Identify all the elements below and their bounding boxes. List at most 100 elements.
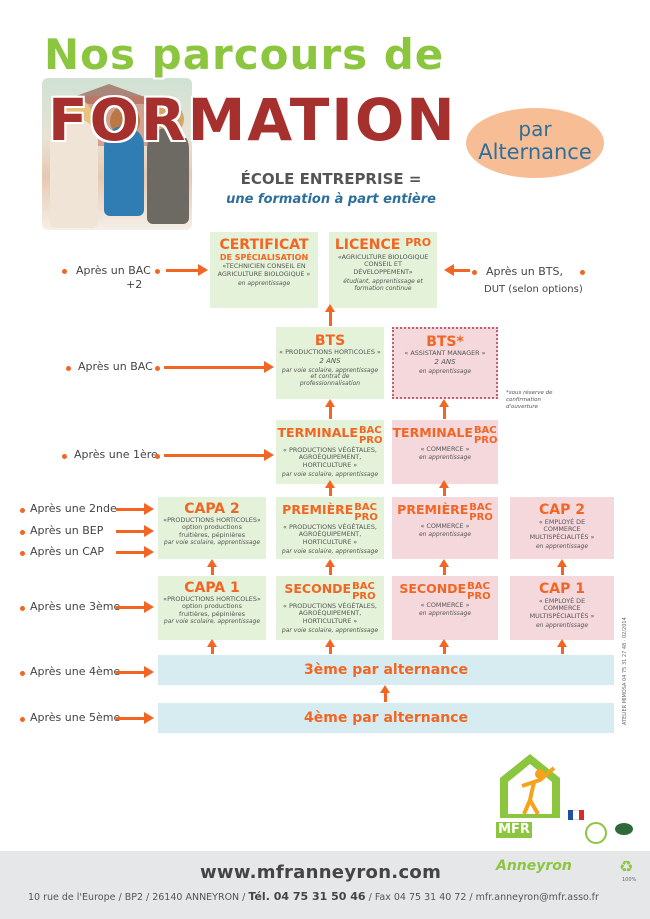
mfr-house-logo-icon — [500, 754, 560, 818]
premiere-green-sub: « PRODUCTIONS VÉGÉTALES, AGROÉQUIPEMENT,… — [283, 523, 377, 546]
arrow-1ere — [164, 449, 274, 461]
subtitle-line2: une formation à part entière — [226, 192, 436, 207]
dot-4eme — [20, 671, 25, 676]
licence-sub: «AGRICULTURE BIOLOGIQUE CONSEIL ET DÉVEL… — [337, 253, 429, 276]
box-licence: LICENCE PRO «AGRICULTURE BIOLOGIQUE CONS… — [329, 232, 437, 308]
cap1-title: CAP 1 — [539, 581, 585, 597]
premiere-pink-bac: BAC — [469, 502, 492, 513]
footer-bar — [0, 851, 650, 919]
premiere-pink-sub: « COMMERCE » — [420, 522, 470, 530]
ecolabel-icon — [615, 823, 633, 835]
premiere-green-pro: PRO — [354, 512, 378, 523]
dot-5eme — [20, 717, 25, 722]
label-apres-4eme: Après une 4ème — [30, 665, 121, 678]
licence-note: étudiant, apprentissage et formation con… — [343, 278, 423, 293]
badge-line2: Alternance — [478, 140, 592, 164]
dot-3eme — [20, 606, 25, 611]
dot-bac — [66, 366, 71, 371]
terminale-pink-sub: « COMMERCE » — [420, 445, 470, 453]
capa1-title: CAPA 1 — [184, 580, 240, 596]
title-line1: Nos parcours de — [44, 30, 445, 79]
bts-am-sub: « ASSISTANT MANAGER » — [404, 349, 486, 358]
licence-pro: PRO — [405, 236, 432, 249]
dot-bac-right — [155, 366, 160, 371]
terminale-pink-title: TERMINALE — [392, 425, 473, 440]
dot-bts-left — [472, 270, 477, 275]
box-cap1: CAP 1 « EMPLOYÉ DE COMMERCE MULTISPÉCIAL… — [510, 576, 614, 640]
seconde-green-title: SECONDE — [284, 581, 352, 596]
arrow-up-terminale-bts-am — [439, 399, 449, 419]
french-flag-icon — [568, 810, 584, 820]
website-link[interactable]: www.mfranneyron.com — [200, 862, 442, 883]
label-apres-5eme: Après une 5ème — [30, 711, 121, 724]
label-apres-bac2: Après un BAC — [76, 264, 151, 277]
arrow-4eme — [116, 666, 154, 678]
dot-cap — [20, 551, 25, 556]
arrow-up-band-cap1 — [557, 639, 567, 654]
arrow-up-seconde-premiere-pink — [439, 559, 449, 575]
dot-bac2-right — [155, 269, 160, 274]
title-line2: FORMATION — [48, 86, 457, 154]
terminale-pink-bac: BAC — [473, 425, 497, 436]
capa2-sub2: option productions fruitières, pépinière… — [178, 523, 246, 539]
arrow-up-capa1-capa2 — [207, 559, 217, 575]
mfr-logo-name: Anneyron — [496, 858, 572, 874]
terminale-green-sub: « PRODUCTIONS VÉGÉTALES, AGROÉQUIPEMENT,… — [283, 446, 377, 469]
footer-address: 10 rue de l'Europe / BP2 / 26140 ANNEYRO… — [28, 890, 599, 903]
box-capa2: CAPA 2 «PRODUCTIONS HORTICOLES» option p… — [158, 497, 266, 559]
label-apres-bac: Après un BAC — [78, 360, 153, 373]
seconde-pink-sub: « COMMERCE » — [420, 601, 470, 609]
label-apres-bts: Après un BTS, — [486, 265, 563, 278]
box-cap2: CAP 2 « EMPLOYÉ DE COMMERCE MULTISPÉCIAL… — [510, 497, 614, 559]
arrow-bac2 — [166, 264, 208, 276]
recycle-icon: ♻ — [619, 857, 634, 876]
arrow-up-seconde-premiere — [325, 559, 335, 575]
arrow-up-premiere-terminale-pink — [439, 480, 449, 496]
alternance-badge: par Alternance — [466, 108, 604, 178]
label-apres-2nde: Après une 2nde — [30, 502, 117, 515]
cap1-note: en apprentissage — [535, 622, 589, 630]
capa1-sub: «PRODUCTIONS HORTICOLES» — [163, 595, 261, 604]
capa1-note: par voie scolaire, apprentissage — [163, 618, 261, 626]
mfr-logo-text: MFR — [496, 822, 532, 838]
certificat-title2: DE SPÉCIALISATION — [219, 253, 309, 263]
capa2-sub: «PRODUCTIONS HORTICOLES» — [163, 516, 261, 525]
seconde-pink-title: SECONDE — [399, 581, 467, 596]
bts-note: par voie scolaire, apprentissage et cont… — [281, 366, 379, 388]
box-certificat: CERTIFICAT DE SPÉCIALISATION «TECHNICIEN… — [210, 232, 318, 308]
band-3eme: 3ème par alternance — [158, 655, 614, 685]
bts-footnote: *sous réserve de confirmation d'ouvertur… — [506, 390, 553, 411]
arrow-up-cap1-cap2 — [557, 559, 567, 575]
dot-1ere — [62, 454, 67, 459]
label-apres-bac2-line2: +2 — [126, 278, 143, 291]
terminale-green-bac: BAC — [358, 425, 382, 436]
label-apres-3eme: Après une 3ème — [30, 600, 121, 613]
arrow-3eme — [116, 601, 154, 613]
capa1-sub2: option productions fruitières, pépinière… — [178, 602, 246, 618]
telephone: Tél. 04 75 31 50 46 — [248, 890, 366, 903]
seconde-green-bac: BAC — [352, 581, 375, 592]
licence-title-wrap: LICENCE PRO — [329, 236, 437, 253]
arrow-bep — [116, 525, 154, 537]
capa2-note: par voie scolaire, apprentissage — [163, 539, 261, 547]
subtitle: ÉCOLE ENTREPRISE = une formation à part … — [196, 170, 466, 207]
certificat-sub: «TECHNICIEN CONSEIL EN AGRICULTURE BIOLO… — [217, 262, 311, 278]
premiere-green-note: par voie scolaire, apprentissage — [281, 548, 379, 556]
print-reference: ATELIER MIMOSA 04 75 31 27 48 · 02/2014 — [622, 617, 628, 725]
label-apres-bep: Après un BEP — [30, 524, 104, 537]
terminale-pink-note: en apprentissage — [418, 454, 472, 462]
dot-bac2 — [62, 269, 67, 274]
capa2-title: CAPA 2 — [184, 501, 240, 517]
terminale-green-pro: PRO — [358, 435, 383, 446]
dot-2nde — [20, 508, 25, 513]
dot-bts-right — [580, 270, 585, 275]
label-apres-cap: Après un CAP — [30, 545, 105, 558]
